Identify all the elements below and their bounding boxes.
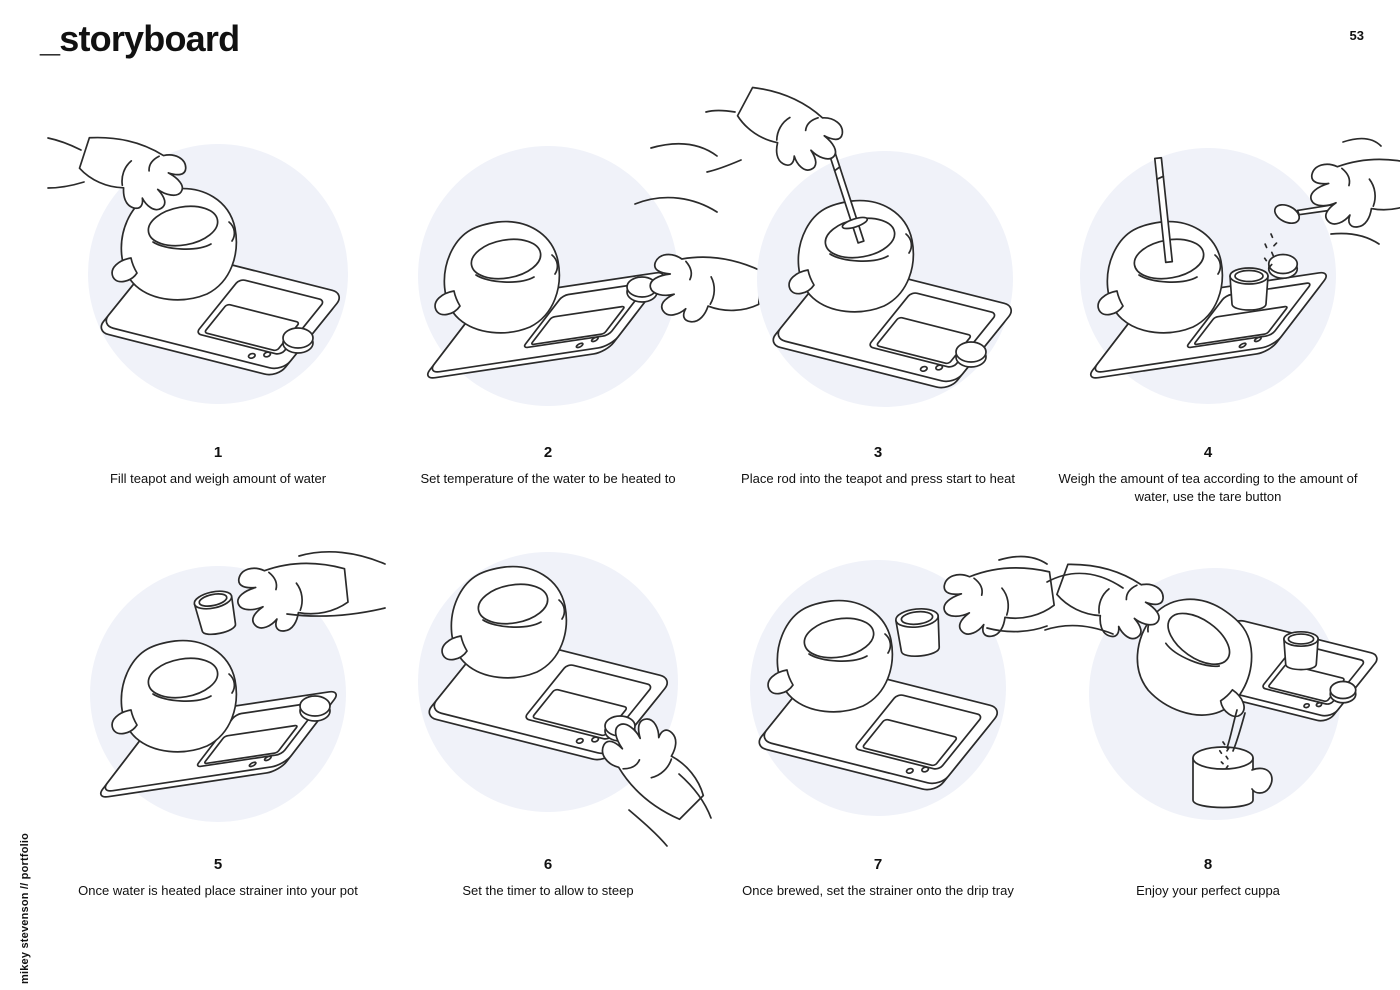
step-number: 3 bbox=[873, 444, 883, 461]
step-7-illustration bbox=[750, 496, 1059, 816]
arm-line bbox=[1045, 573, 1123, 634]
arm-line bbox=[987, 557, 1047, 632]
dial-knob-icon bbox=[1267, 253, 1299, 280]
dial-knob-icon bbox=[282, 327, 314, 354]
step-cell-3: 3 Place rod into the teapot and press st… bbox=[713, 78, 1043, 496]
step-number: 6 bbox=[543, 856, 553, 873]
step-number: 4 bbox=[1203, 444, 1213, 461]
page-number: 53 bbox=[1349, 28, 1364, 43]
step-number: 1 bbox=[213, 444, 223, 461]
step-number: 7 bbox=[873, 856, 883, 873]
step-4-illustration bbox=[1080, 84, 1400, 404]
arm-line bbox=[1331, 139, 1381, 244]
strainer-cup-icon bbox=[893, 605, 944, 660]
pour-stream bbox=[1227, 710, 1245, 751]
dial-knob-icon bbox=[955, 341, 987, 368]
step-number: 2 bbox=[543, 444, 553, 461]
step-3-illustration bbox=[713, 78, 1018, 407]
step-caption: Weigh the amount of tea according to the… bbox=[1058, 471, 1358, 505]
arm-line bbox=[629, 774, 711, 846]
step-cell-7: 7 Once brewed, set the strainer onto the… bbox=[713, 496, 1059, 908]
dial-knob-icon bbox=[299, 695, 331, 722]
step-number: 5 bbox=[213, 856, 223, 873]
step-6-illustration bbox=[418, 552, 720, 848]
step-cell-8: 8 Enjoy your perfect cuppa bbox=[1043, 496, 1383, 908]
step-8-illustration bbox=[1043, 554, 1383, 820]
step-caption: Set the timer to allow to steep bbox=[462, 883, 634, 898]
step-2-illustration bbox=[418, 84, 763, 406]
arm-line bbox=[706, 111, 741, 173]
step-cell-1: 1 Fill teapot and weigh amount of water bbox=[53, 84, 383, 496]
strainer-cup-icon bbox=[1283, 631, 1319, 671]
step-caption: Place rod into the teapot and press star… bbox=[741, 471, 1015, 486]
step-caption: Once brewed, set the strainer onto the d… bbox=[742, 883, 1014, 898]
step-1-illustration bbox=[53, 127, 348, 404]
storyboard-grid: 1 Fill teapot and weigh amount of water … bbox=[53, 78, 1400, 908]
step-cell-4: 4 Weigh the amount of tea according to t… bbox=[1043, 84, 1400, 504]
dial-knob-icon bbox=[1329, 680, 1357, 704]
step-caption: Enjoy your perfect cuppa bbox=[1136, 883, 1280, 898]
arm-line bbox=[48, 138, 84, 188]
step-cell-5: 5 Once water is heated place strainer in… bbox=[53, 496, 383, 908]
step-caption: Fill teapot and weigh amount of water bbox=[109, 471, 327, 486]
portfolio-credit: mikey stevenson // portfolio bbox=[19, 832, 31, 984]
step-caption: Set temperature of the water to be heate… bbox=[420, 471, 676, 486]
strainer-cup-icon bbox=[1229, 267, 1269, 311]
step-cell-2: 2 Set temperature of the water to be hea… bbox=[383, 84, 763, 496]
step-number: 8 bbox=[1203, 856, 1213, 873]
step-caption: Once water is heated place strainer into… bbox=[78, 883, 358, 898]
heating-rod-icon bbox=[827, 149, 873, 244]
arm-line bbox=[635, 144, 717, 212]
step-5-illustration bbox=[90, 496, 385, 822]
page-title: _storyboard bbox=[40, 18, 240, 59]
step-cell-6: 6 Set the timer to allow to steep bbox=[383, 496, 720, 908]
arm-line bbox=[287, 552, 385, 616]
